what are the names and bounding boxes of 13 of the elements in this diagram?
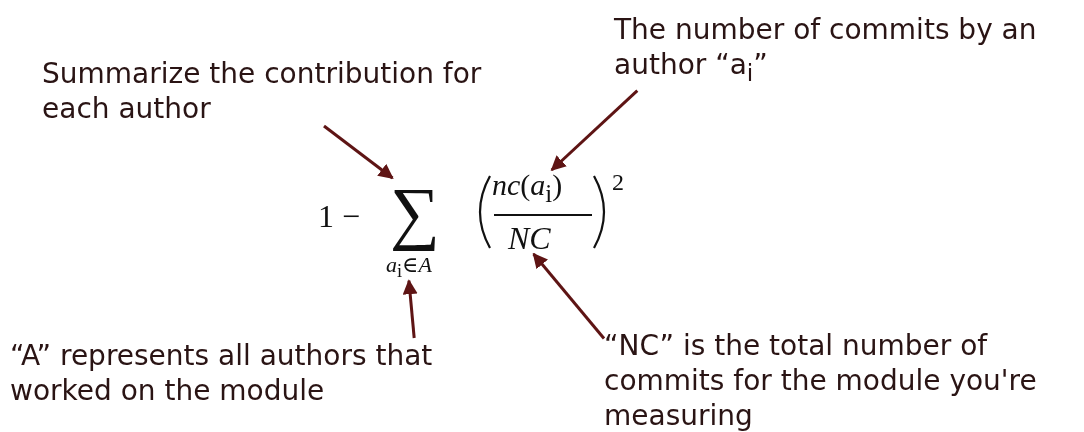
arrow xyxy=(323,124,394,180)
denominator: NC xyxy=(508,222,551,254)
annotation-text: Summarize the contribution for each author xyxy=(42,56,512,126)
annotation-text: “A” represents all authors that worked on the module xyxy=(10,338,480,408)
numerator: nc(a$_{i}$) xyxy=(492,170,563,206)
formula-term: 1 − xyxy=(318,200,361,232)
arrow xyxy=(532,252,606,340)
summation-index: a$_{i}$∈A xyxy=(386,254,432,281)
arrow xyxy=(550,89,639,172)
exponent: 2 xyxy=(612,170,624,194)
arrow xyxy=(402,279,418,339)
annotation-text: “NC” is the total number of commits for the module you're measuring xyxy=(604,328,1082,432)
annotation-text: The number of commits by an author “a$_{i}$” xyxy=(614,12,1080,91)
